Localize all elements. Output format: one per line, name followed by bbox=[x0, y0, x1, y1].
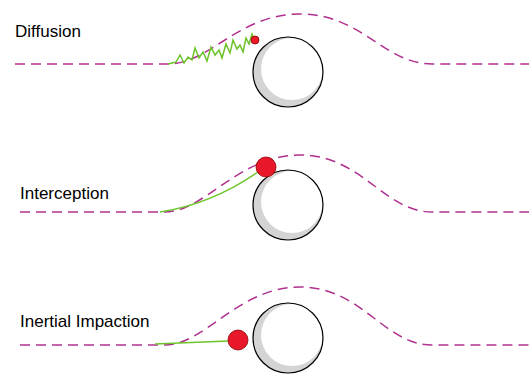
fiber-shade bbox=[253, 170, 323, 240]
particle-path bbox=[155, 341, 228, 344]
particle bbox=[251, 36, 259, 44]
streamlines bbox=[15, 14, 529, 345]
fiber bbox=[253, 37, 323, 107]
fiber-outline bbox=[253, 170, 323, 240]
particle-path bbox=[160, 172, 258, 212]
fiber-face bbox=[261, 304, 323, 366]
mechanism-label: Inertial Impaction bbox=[20, 312, 149, 332]
mechanism-label: Interception bbox=[20, 184, 109, 204]
fiber-face bbox=[261, 38, 323, 100]
particle bbox=[256, 157, 276, 177]
fiber-shade bbox=[253, 37, 323, 107]
particle-path bbox=[168, 34, 255, 64]
fiber-shade bbox=[253, 303, 323, 373]
fiber bbox=[253, 170, 323, 240]
fiber-outline bbox=[253, 303, 323, 373]
fiber-outline bbox=[253, 37, 323, 107]
fiber bbox=[253, 303, 323, 373]
particle bbox=[228, 330, 248, 350]
mechanism-label: Diffusion bbox=[15, 22, 81, 42]
fiber-face bbox=[261, 171, 323, 233]
